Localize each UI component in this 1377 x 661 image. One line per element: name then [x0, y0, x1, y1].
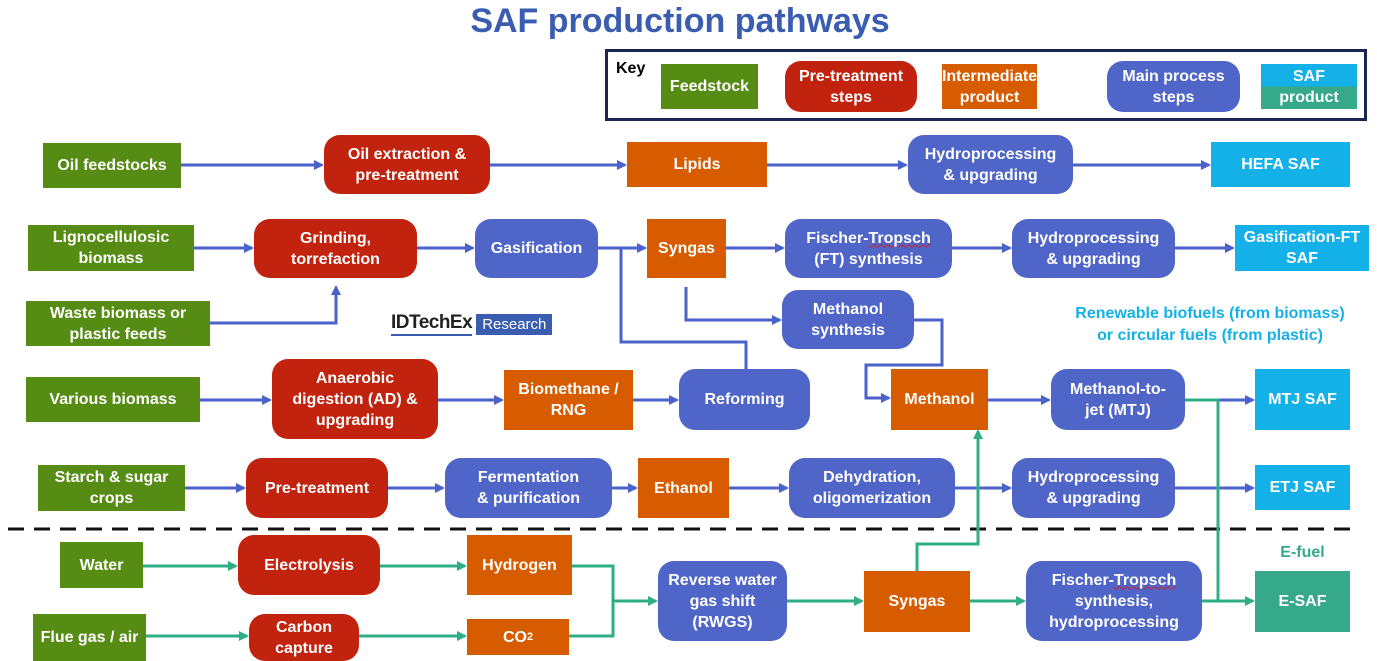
key-intermediate: Intermediate product [942, 64, 1037, 109]
edge-syngas-to-methanol [915, 429, 983, 571]
node-biomethane: Biomethane / RNG [504, 370, 633, 430]
node-lignocellulosic: Lignocellulosic biomass [28, 225, 194, 271]
ft-label-line2: (FT) synthesis [814, 250, 923, 268]
legend-key: Key Feedstock Pre-treatment steps Interm… [605, 49, 1367, 121]
node-mtj-saf: MTJ SAF [1255, 369, 1350, 430]
node-syngas-2: Syngas [864, 571, 970, 632]
node-ft-hydroprocessing: Fischer-Tropsch synthesis, hydroprocessin… [1026, 561, 1202, 641]
node-oil-feedstocks: Oil feedstocks [43, 143, 181, 188]
node-waste-biomass: Waste biomass or plastic feeds [26, 301, 210, 346]
key-main-process: Main process steps [1107, 61, 1240, 112]
node-methanol: Methanol [891, 369, 988, 430]
ft-label-part: Fischer- [806, 229, 869, 247]
node-methanol-synthesis: Methanol synthesis [782, 290, 914, 349]
idtechex-logo: IDTechEx Research [391, 312, 553, 336]
node-gasification-ft-saf: Gasification-FT SAF [1235, 225, 1369, 271]
key-saf-product: SAF product [1261, 64, 1357, 109]
node-starch-sugar: Starch & sugar crops [38, 465, 185, 511]
node-flue-gas: Flue gas / air [33, 614, 146, 661]
ft2-label: Fischer-Tropsch synthesis, hydroprocessin… [1049, 570, 1179, 633]
node-dehydration: Dehydration, oligomerization [789, 458, 955, 518]
node-anaerobic-digestion: Anaerobic digestion (AD) & upgrading [272, 359, 438, 439]
key-feedstock: Feedstock [661, 64, 758, 109]
key-label: Key [616, 60, 646, 77]
node-e-saf: E-SAF [1255, 571, 1350, 632]
logo-tag: Research [476, 313, 553, 335]
node-fermentation: Fermentation & purification [445, 458, 612, 518]
co2-label: CO [502, 628, 527, 646]
ft2-label-rest: synthesis, hydroprocessing [1049, 592, 1179, 631]
node-reforming: Reforming [679, 369, 810, 430]
edge-hydrogen-to-rwgs [572, 564, 615, 602]
edge-syngas-to-methanol-synth [684, 287, 782, 325]
note-efuel: E-fuel [1280, 544, 1325, 561]
node-oil-extraction: Oil extraction & pre-treatment [324, 135, 490, 194]
node-grinding: Grinding, torrefaction [254, 219, 417, 278]
logo-brand: IDTechEx [391, 312, 473, 336]
node-pre-treatment: Pre-treatment [246, 458, 388, 518]
node-carbon-capture: Carbon capture [249, 614, 359, 661]
ft2-label-part: Fischer- [1051, 571, 1114, 589]
node-electrolysis: Electrolysis [238, 535, 380, 595]
node-hydroprocessing-3: Hydroprocessing & upgrading [1012, 458, 1175, 518]
note-renewable-biofuels: Renewable biofuels (from biomass) or cir… [1075, 305, 1345, 344]
node-water: Water [60, 542, 143, 588]
ft-synthesis-label: Fischer-Tropsch (FT) synthesis [806, 228, 930, 270]
node-hydroprocessing-1: Hydroprocessing & upgrading [908, 135, 1073, 194]
edge-methanol-synth-to-methanol [864, 318, 944, 403]
node-methanol-to-jet: Methanol-to- jet (MTJ) [1051, 369, 1185, 430]
node-syngas-1: Syngas [647, 219, 726, 278]
edge-co2-to-rwgs [569, 596, 658, 638]
page-title: SAF production pathways [470, 2, 890, 40]
node-rwgs: Reverse water gas shift (RWGS) [658, 561, 787, 641]
node-lipids: Lipids [627, 142, 767, 187]
edge-waste-to-grinding [210, 285, 341, 325]
node-gasification: Gasification [475, 219, 598, 278]
edge-mtj-to-esaf [1185, 398, 1220, 601]
node-hydroprocessing-2: Hydroprocessing & upgrading [1012, 219, 1175, 278]
ft-label-spellcheck: Tropsch [868, 229, 931, 247]
edge-gasification-to-reforming [619, 248, 748, 369]
node-various-biomass: Various biomass [26, 377, 200, 422]
node-hefa-saf: HEFA SAF [1211, 142, 1350, 187]
ft2-label-spellcheck: Tropsch [1114, 571, 1177, 589]
key-pretreatment: Pre-treatment steps [785, 61, 917, 112]
node-ft-synthesis: Fischer-Tropsch (FT) synthesis [785, 219, 952, 278]
node-hydrogen: Hydrogen [467, 535, 572, 595]
node-etj-saf: ETJ SAF [1255, 465, 1350, 510]
node-ethanol: Ethanol [638, 458, 729, 518]
co2-subscript: 2 [526, 630, 534, 643]
